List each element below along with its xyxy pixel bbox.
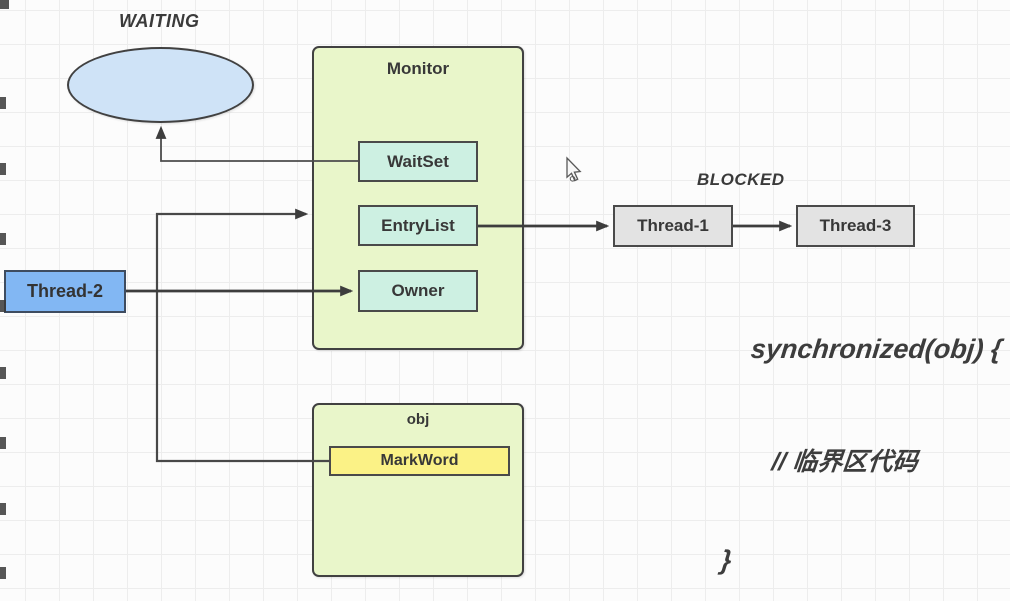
markword-box[interactable]: MarkWord (329, 446, 510, 476)
obj-title: obj (406, 411, 430, 428)
thread-3-label: Thread-3 (819, 216, 892, 235)
edge-artifact (0, 437, 6, 449)
edge-artifact (0, 367, 6, 379)
edge-artifact (0, 97, 6, 109)
owner-label: Owner (391, 281, 445, 300)
obj-box[interactable]: obj MarkWord (312, 403, 524, 577)
mouse-cursor-icon (566, 156, 582, 182)
thread-2-label: Thread-2 (26, 281, 104, 301)
entrylist-label: EntryList (381, 215, 455, 235)
waitset-label: WaitSet (387, 151, 449, 171)
blocked-state-label[interactable]: BLOCKED (697, 170, 785, 189)
thread-1-label: Thread-1 (637, 216, 709, 235)
code-line-critical-section[interactable]: // 临界区代码 (770, 448, 920, 476)
edge-artifact (0, 0, 9, 9)
code-line-closing-brace[interactable]: } (719, 545, 734, 575)
code-line-synchronized[interactable]: synchronized(obj) { (749, 334, 1004, 364)
waiting-set-ellipse[interactable] (67, 47, 254, 123)
monitor-title: Monitor (386, 59, 450, 78)
entrylist-box[interactable]: EntryList (358, 205, 478, 246)
thread-3-box[interactable]: Thread-3 (796, 205, 915, 247)
thread-1-box[interactable]: Thread-1 (613, 205, 733, 247)
edge-artifact (0, 567, 6, 579)
monitor-box[interactable]: Monitor WaitSet EntryList Owner (312, 46, 524, 350)
arrow-markword-to-monitor[interactable] (155, 208, 330, 463)
thread-2-box[interactable]: Thread-2 (4, 270, 126, 313)
waitset-box[interactable]: WaitSet (358, 141, 478, 182)
waiting-state-label[interactable]: WAITING (119, 11, 200, 31)
edge-artifact (0, 300, 6, 312)
markword-label: MarkWord (380, 452, 459, 469)
edge-artifact (0, 233, 6, 245)
owner-box[interactable]: Owner (358, 270, 478, 312)
edge-artifact (0, 503, 6, 515)
edge-artifact (0, 163, 6, 175)
